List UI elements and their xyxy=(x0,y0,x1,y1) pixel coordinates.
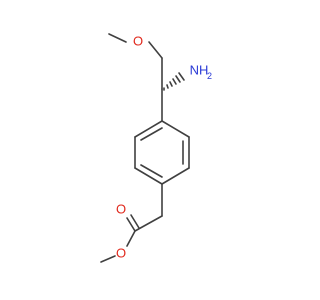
bond-o-ether-ch2 xyxy=(148,41,163,59)
bond-o-ester-methyl xyxy=(100,255,116,263)
bond-carbonyl-double-2 xyxy=(130,214,140,229)
bond-carbonyl-double-1 xyxy=(126,217,136,232)
stereo-hash-bond xyxy=(163,72,185,91)
benzene-ring xyxy=(134,120,190,185)
atom-o-ether: O xyxy=(133,34,143,49)
bond-methyl-o-ether xyxy=(108,33,127,43)
molecule-structure: O NH 2 O O xyxy=(100,33,212,263)
atom-n-amine: NH xyxy=(190,63,209,78)
atom-n-amine-subscript: 2 xyxy=(207,71,212,81)
atom-o-carbonyl: O xyxy=(116,202,126,217)
bond-carbonyl-o-ester xyxy=(126,230,136,247)
atom-o-ester: O xyxy=(116,246,126,261)
